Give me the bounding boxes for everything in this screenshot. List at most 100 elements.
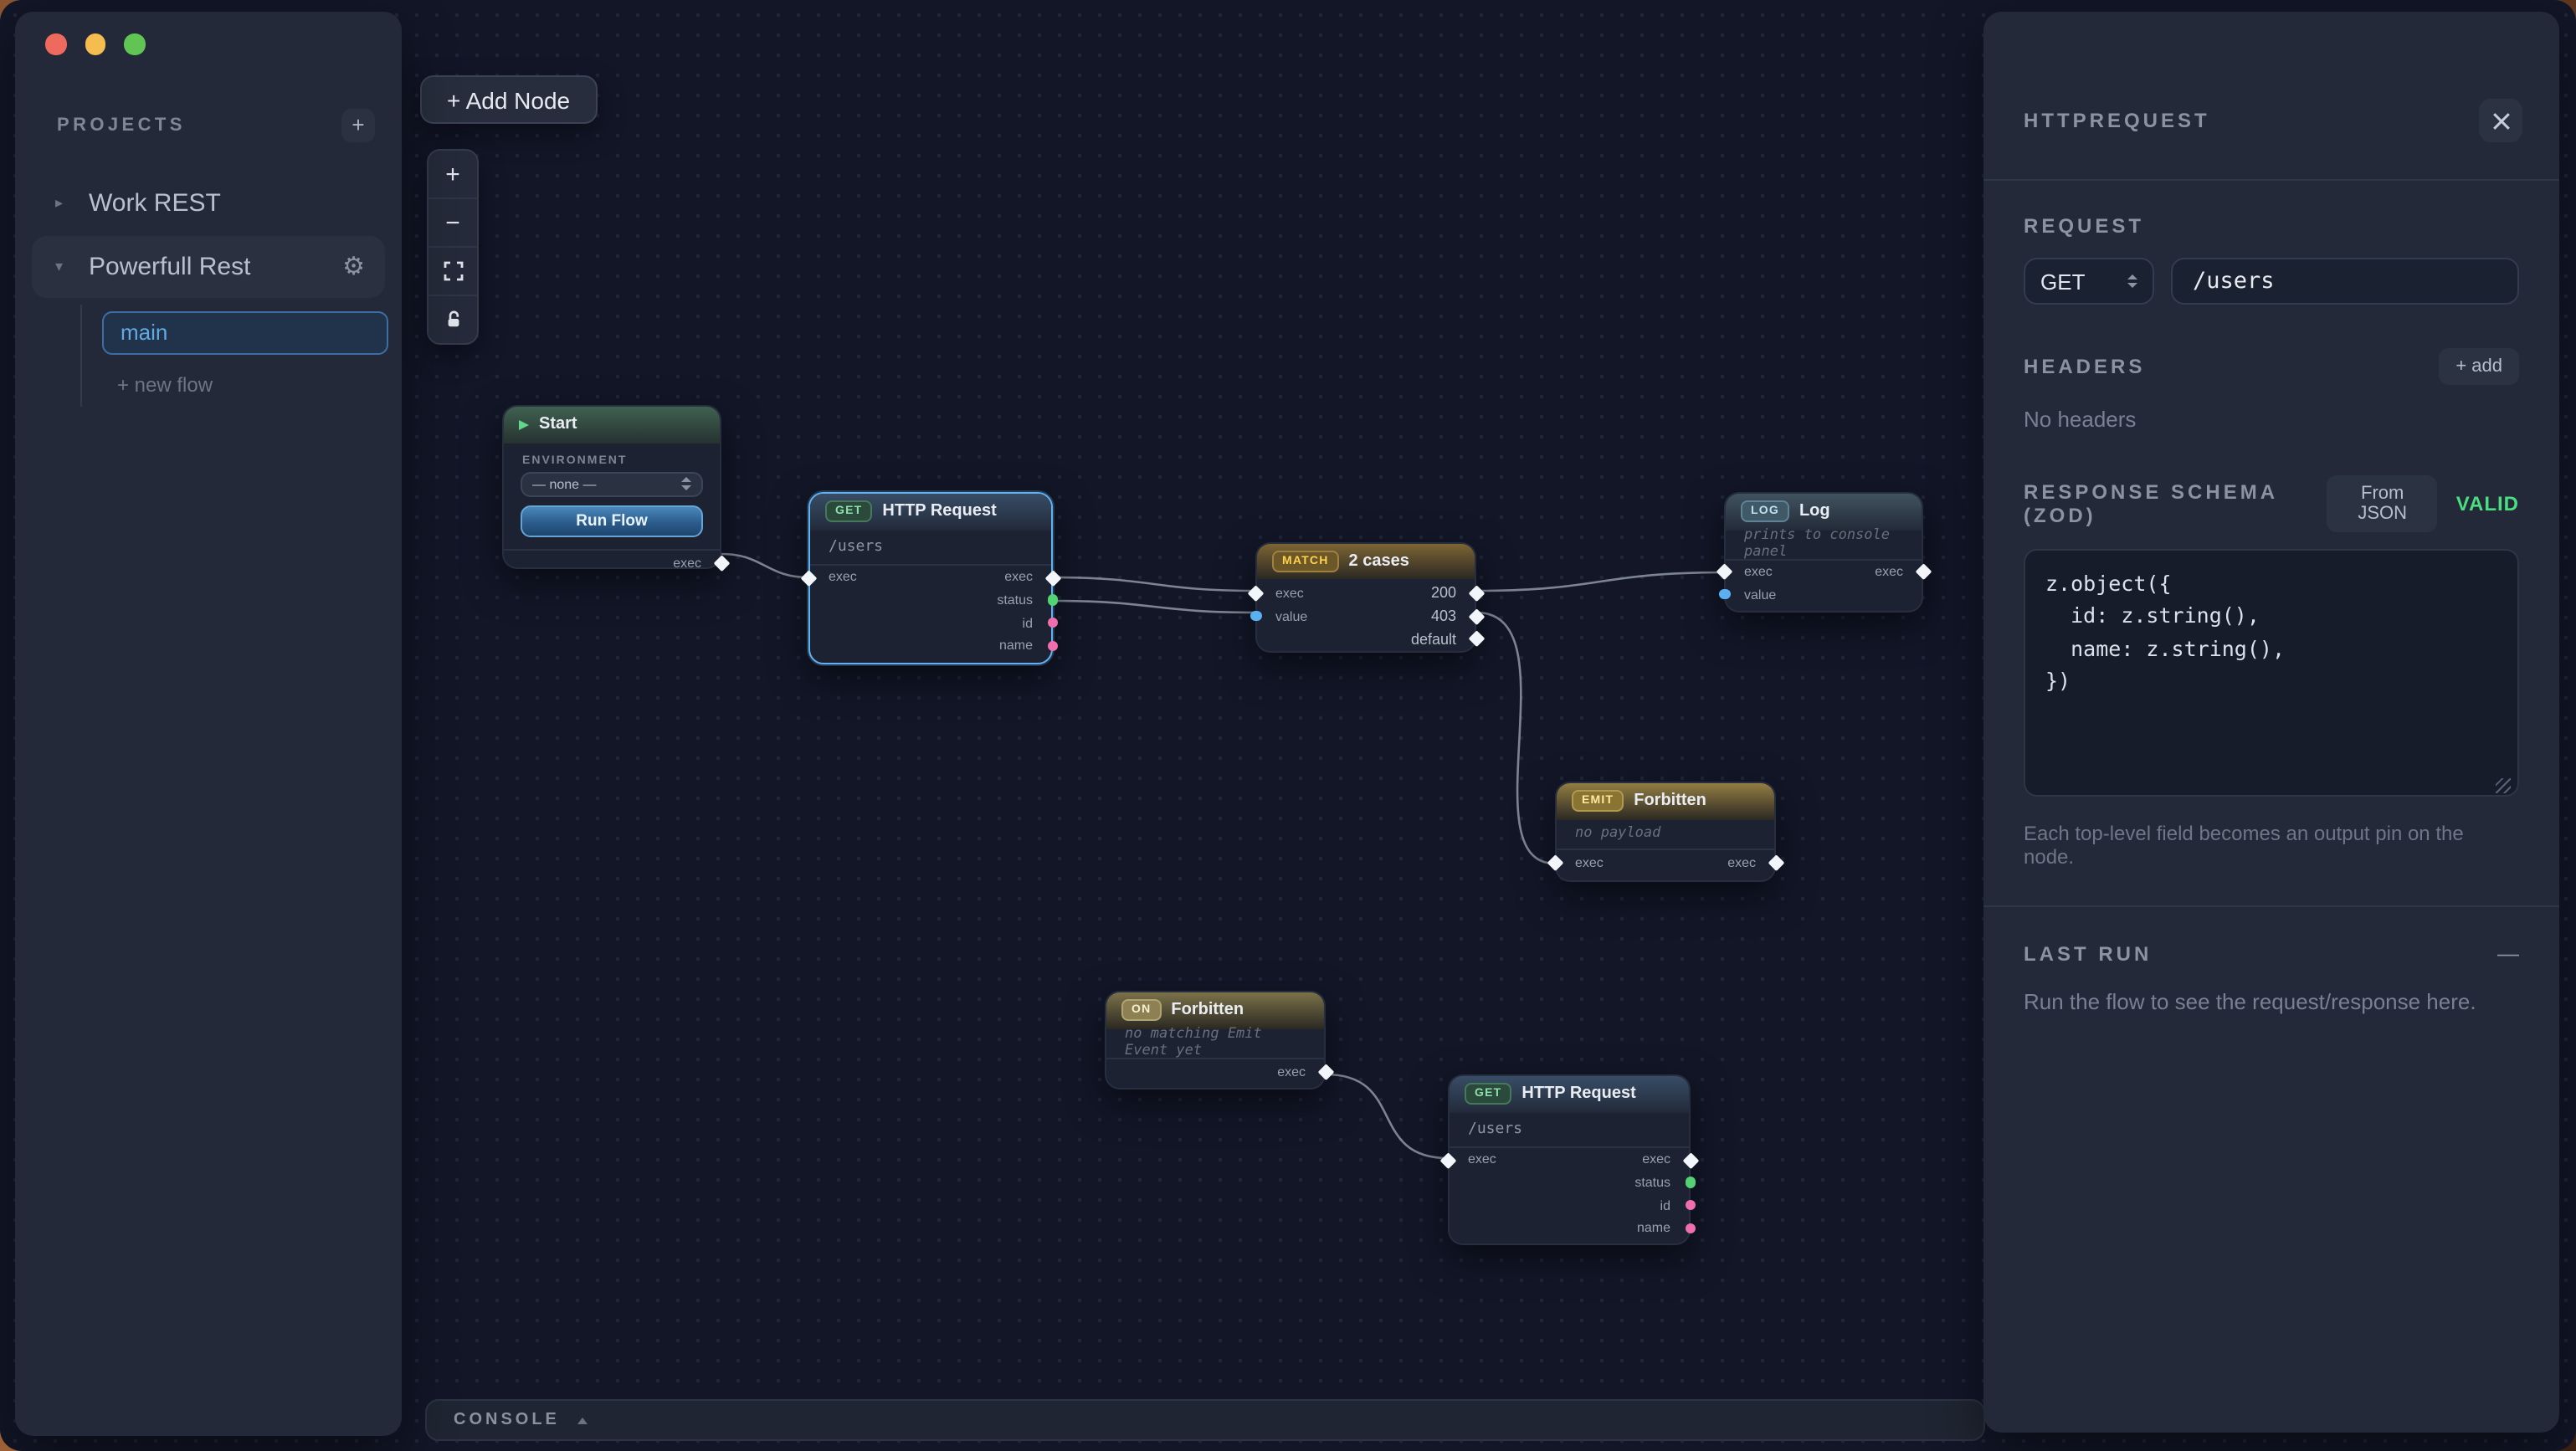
flow-name: main: [121, 320, 168, 345]
pin-label-exec-out: exec: [1004, 569, 1033, 585]
lock-button[interactable]: [428, 295, 477, 343]
node-start[interactable]: Start ENVIRONMENT — none — Run Flow exec: [502, 405, 729, 571]
id-output-pin[interactable]: [1685, 1199, 1696, 1211]
pin-label-exec-out: exec: [1642, 1151, 1670, 1167]
pin-label-exec-in: exec: [1575, 854, 1604, 869]
exec-output-pin[interactable]: [1044, 569, 1060, 585]
pin-label-exec-in: exec: [1744, 563, 1773, 579]
method-select[interactable]: GET: [2024, 258, 2154, 305]
node-emit-forbitten[interactable]: EMIT Forbitten no payload exec exec: [1547, 782, 1783, 882]
node-match[interactable]: MATCH 2 cases exec 200 value 403: [1248, 542, 1484, 653]
from-json-button[interactable]: From JSON: [2327, 475, 2438, 532]
pin-label-name: name: [998, 638, 1033, 654]
project-name: Powerfull Rest: [89, 252, 251, 280]
node-hint: no matching Emit Event yet: [1125, 1026, 1262, 1059]
environment-select[interactable]: — none —: [521, 471, 703, 496]
fullscreen-window-button[interactable]: [124, 33, 145, 54]
add-header-button[interactable]: + add: [2439, 348, 2519, 385]
caret-down-icon: ▾: [55, 257, 64, 274]
sidebar-item-work-rest[interactable]: ▸ Work REST: [15, 175, 402, 232]
zoom-out-button[interactable]: −: [428, 197, 477, 246]
status-output-pin[interactable]: [1685, 1177, 1696, 1188]
node-hint: no payload: [1575, 825, 1661, 842]
inspector-panel: HTTPREQUEST REQUEST GET HEADERS + a: [1983, 12, 2559, 1433]
schema-section-label: RESPONSE SCHEMA (ZOD): [2024, 480, 2278, 527]
value-input-pin[interactable]: [1719, 588, 1730, 600]
chevron-up-icon: [577, 1417, 588, 1423]
pin-label-value: value: [1744, 587, 1777, 602]
exec-output-pin[interactable]: [1682, 1151, 1698, 1167]
close-window-button[interactable]: [45, 33, 66, 54]
url-input[interactable]: [2171, 258, 2519, 305]
node-http-request-1[interactable]: GET HTTP Request /users exec exec status: [801, 492, 1060, 664]
pin-label-value: value: [1275, 608, 1308, 624]
node-match-header: MATCH 2 cases: [1257, 544, 1475, 578]
exec-output-pin[interactable]: [713, 555, 729, 571]
node-title: Log: [1799, 502, 1830, 521]
environment-label: ENVIRONMENT: [522, 454, 628, 466]
status-output-pin[interactable]: [1047, 594, 1058, 606]
case-200-output-pin[interactable]: [1468, 585, 1484, 601]
node-title: HTTP Request: [882, 502, 997, 521]
divider: [1983, 179, 2559, 181]
gear-icon[interactable]: ⚙: [342, 253, 365, 281]
method-badge: GET: [825, 500, 873, 523]
run-flow-button[interactable]: Run Flow: [521, 505, 703, 536]
node-http-request-2[interactable]: GET HTTP Request /users exec exec status: [1440, 1074, 1698, 1245]
exec-input-pin[interactable]: [1716, 563, 1732, 579]
case-default-output-pin[interactable]: [1468, 631, 1484, 647]
node-on-forbitten[interactable]: ON Forbitten no matching Emit Event yet …: [1105, 991, 1333, 1090]
caret-right-icon: ▸: [55, 194, 64, 211]
node-title: Forbitten: [1171, 1001, 1244, 1020]
flow-item-main[interactable]: main: [102, 310, 388, 354]
add-node-button[interactable]: + Add Node: [420, 75, 598, 124]
unlock-icon: [447, 310, 459, 327]
pin-label-status: status: [997, 592, 1033, 608]
zoom-toolbar: + −: [427, 149, 479, 345]
zoom-in-button[interactable]: +: [445, 160, 460, 188]
request-section-label: REQUEST: [2024, 214, 2145, 238]
exec-input-pin[interactable]: [1547, 854, 1563, 870]
no-headers-text: No headers: [2024, 407, 2137, 432]
minimize-window-button[interactable]: [85, 33, 105, 54]
schema-editor[interactable]: z.object({ id: z.string(), name: z.strin…: [2024, 549, 2519, 797]
exec-input-pin[interactable]: [1248, 585, 1264, 601]
pin-label-id: id: [1660, 1197, 1670, 1213]
environment-value: — none —: [532, 476, 597, 491]
play-icon: [519, 419, 529, 430]
node-log[interactable]: LOG Log prints to console panel exec exe…: [1716, 492, 1931, 613]
name-output-pin[interactable]: [1685, 1223, 1696, 1234]
node-title: 2 cases: [1348, 551, 1409, 571]
headers-section-label: HEADERS: [2024, 355, 2146, 378]
exec-output-pin[interactable]: [1317, 1063, 1333, 1079]
valid-badge: VALID: [2455, 492, 2519, 515]
exec-input-pin[interactable]: [801, 569, 817, 585]
case-403-output-pin[interactable]: [1468, 608, 1484, 624]
fit-view-icon: [443, 261, 463, 281]
add-project-button[interactable]: +: [341, 108, 375, 141]
collapse-section-icon[interactable]: —: [2497, 941, 2519, 966]
fit-view-button[interactable]: [428, 246, 477, 295]
exec-input-pin[interactable]: [1440, 1151, 1456, 1167]
pin-label-exec-out: exec: [1727, 854, 1756, 869]
close-inspector-button[interactable]: [2479, 99, 2522, 142]
console-bar[interactable]: CONSOLE: [425, 1399, 1985, 1441]
request-path: /users: [810, 530, 1051, 566]
pin-label-exec-in: exec: [1468, 1151, 1496, 1167]
resize-handle-icon[interactable]: [2496, 778, 2511, 793]
new-flow-button[interactable]: + new flow: [117, 372, 213, 396]
sidebar-item-powerfull-rest[interactable]: ▾ Powerfull Rest ⚙: [32, 235, 385, 297]
node-log-header: LOG Log: [1726, 494, 1922, 530]
pin-label-403: 403: [1430, 608, 1456, 625]
projects-title: PROJECTS: [57, 115, 186, 135]
exec-output-pin[interactable]: [1768, 854, 1783, 870]
chevron-updown-icon: [2127, 274, 2137, 288]
pin-label-exec-out: exec: [1875, 563, 1903, 579]
last-run-section-label: LAST RUN: [2024, 941, 2153, 965]
name-output-pin[interactable]: [1047, 640, 1058, 652]
id-output-pin[interactable]: [1047, 617, 1058, 628]
value-input-pin[interactable]: [1250, 610, 1261, 622]
node-title: HTTP Request: [1521, 1084, 1636, 1104]
exec-output-pin[interactable]: [1915, 563, 1931, 579]
